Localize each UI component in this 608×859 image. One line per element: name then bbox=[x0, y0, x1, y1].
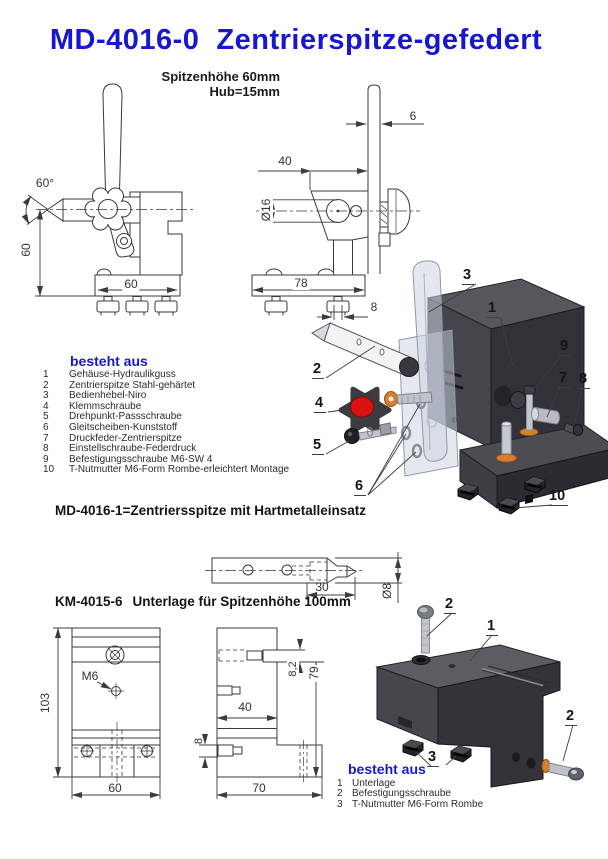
dim-front-base-width: 78 bbox=[292, 276, 310, 290]
callout-2: 2 bbox=[312, 361, 325, 379]
callout-3: 3 bbox=[462, 267, 475, 285]
insert-drawing bbox=[205, 552, 402, 603]
dim-base-width: 60 bbox=[122, 277, 140, 291]
callout-leaders bbox=[325, 283, 583, 509]
dim-plate-side-height: 79 bbox=[307, 664, 321, 682]
dim-plate-height: 103 bbox=[38, 692, 52, 714]
clamp-knob-outline bbox=[84, 187, 132, 231]
baseplate-section-heading: KM-4015-6 Unterlage für Spitzenhöhe 100mm bbox=[55, 594, 351, 609]
dim-plate-depth: 70 bbox=[252, 781, 266, 795]
callout-4: 4 bbox=[314, 395, 327, 413]
baseplate-name: Unterlage für Spitzenhöhe 100mm bbox=[132, 594, 351, 609]
callout-10: 10 bbox=[548, 488, 569, 506]
baseplate-3d bbox=[375, 605, 584, 788]
insert-section-heading: MD-4016-1=Zentriersspitze mit Hartmetall… bbox=[55, 503, 366, 518]
callout-6: 6 bbox=[354, 478, 367, 496]
baseplate-side-view bbox=[199, 627, 324, 799]
subtitle-line2: Hub=15mm bbox=[209, 84, 280, 99]
dim-plate-step: 8,2 bbox=[287, 659, 299, 679]
dim-plate-stud: 8 bbox=[193, 737, 205, 745]
dim-plate-offset: 40 bbox=[238, 700, 252, 714]
dim-lever-thickness: 6 bbox=[409, 109, 417, 123]
dim-angle: 60° bbox=[35, 176, 55, 190]
assembly-3d bbox=[311, 260, 608, 516]
baseplate-callout-1: 1 bbox=[486, 618, 499, 636]
subtitle-line1: Spitzenhöhe 60mm bbox=[161, 69, 280, 84]
front-view-drawing bbox=[251, 84, 424, 320]
part-number: MD-4016-0 bbox=[49, 24, 200, 56]
callout-9: 9 bbox=[559, 338, 572, 356]
dim-offset: 40 bbox=[278, 154, 292, 168]
callout-8: 8 bbox=[578, 371, 591, 389]
dim-bore: Ø16 bbox=[259, 196, 273, 224]
dim-slot-width: 8 bbox=[370, 300, 378, 314]
baseplate-front-view bbox=[53, 627, 161, 799]
parts-list-heading: besteht aus bbox=[70, 353, 148, 369]
baseplate-code: KM-4015-6 bbox=[55, 594, 123, 609]
dim-insert-diameter: Ø8 bbox=[380, 582, 394, 600]
callout-1: 1 bbox=[487, 300, 500, 318]
baseplate-callout-2: 2 bbox=[444, 596, 457, 614]
side-view-drawing bbox=[21, 83, 196, 316]
callout-5: 5 bbox=[312, 437, 325, 455]
baseplate-parts-heading: besteht aus bbox=[348, 761, 426, 777]
dim-thread: M6 bbox=[81, 669, 99, 683]
callout-7: 7 bbox=[558, 370, 571, 388]
baseplate-callout-2b: 2 bbox=[565, 708, 578, 726]
part-name: Zentrierspitze-gefedert bbox=[216, 24, 543, 56]
dim-plate-width: 60 bbox=[108, 781, 122, 795]
dim-insert-length: 30 bbox=[315, 580, 329, 594]
page-title: MD-4016-0 Zentrierspitze-gefedert bbox=[0, 24, 592, 57]
baseplate-callout-3: 3 bbox=[427, 749, 440, 767]
dim-height: 60 bbox=[19, 243, 33, 257]
subtitle: Spitzenhöhe 60mm Hub=15mm bbox=[158, 69, 280, 99]
